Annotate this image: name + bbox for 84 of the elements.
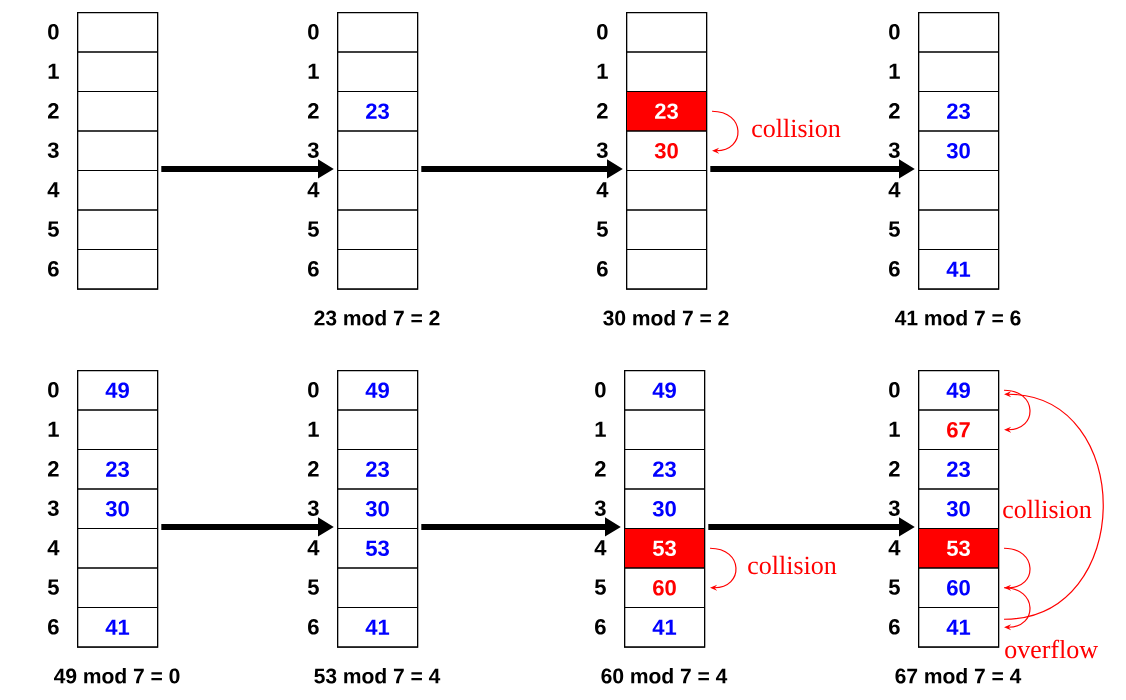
index-number: 1 bbox=[597, 63, 608, 79]
index-number: 0 bbox=[48, 382, 59, 398]
index-number: 3 bbox=[47, 500, 59, 516]
index-number: 6 bbox=[308, 619, 319, 635]
index-number: 4 bbox=[888, 540, 901, 556]
formula-caption: 30 mod 7 = 2 bbox=[603, 310, 729, 326]
table-cell: 53 bbox=[624, 528, 705, 569]
index-number: 2 bbox=[308, 103, 319, 119]
index-number: 6 bbox=[48, 261, 59, 277]
index-number: 0 bbox=[308, 24, 319, 40]
index-number: 5 bbox=[307, 579, 319, 595]
index-number: 1 bbox=[48, 63, 59, 79]
index-number: 6 bbox=[595, 619, 606, 635]
index-number: 4 bbox=[307, 540, 320, 556]
formula-caption: 49 mod 7 = 0 bbox=[54, 668, 180, 684]
table-cell: 67 bbox=[918, 409, 999, 450]
index-number: 6 bbox=[889, 619, 900, 635]
table-cell: 41 bbox=[624, 607, 705, 648]
table-cell: 49 bbox=[918, 370, 999, 411]
table-cell: 41 bbox=[918, 607, 999, 648]
formula-caption: 41 mod 7 = 6 bbox=[895, 310, 1021, 326]
index-number: 2 bbox=[889, 461, 900, 477]
index-number: 0 bbox=[889, 24, 900, 40]
index-number: 2 bbox=[889, 103, 900, 119]
curved-arrow bbox=[1003, 587, 1031, 631]
index-number: 2 bbox=[597, 103, 608, 119]
index-number: 1 bbox=[308, 63, 319, 79]
table-cell: 23 bbox=[624, 449, 705, 490]
index-number: 5 bbox=[888, 221, 900, 237]
index-number: 3 bbox=[888, 500, 900, 516]
table-cell: 53 bbox=[918, 528, 999, 569]
index-number: 6 bbox=[48, 619, 59, 635]
formula-caption: 23 mod 7 = 2 bbox=[314, 310, 440, 326]
index-number: 0 bbox=[48, 24, 59, 40]
formula-caption: 60 mod 7 = 4 bbox=[601, 668, 728, 684]
index-number: 5 bbox=[594, 579, 606, 595]
curved-arrow bbox=[1003, 389, 1031, 433]
index-number: 2 bbox=[48, 103, 59, 119]
curved-arrow bbox=[1003, 547, 1031, 591]
index-number: 3 bbox=[47, 142, 59, 158]
index-number: 1 bbox=[595, 421, 606, 437]
index-number: 4 bbox=[888, 182, 901, 198]
index-number: 5 bbox=[307, 221, 319, 237]
index-number: 5 bbox=[47, 221, 59, 237]
edge-label: collision bbox=[750, 117, 842, 139]
index-number: 2 bbox=[595, 461, 606, 477]
formula-caption: 67 mod 7 = 4 bbox=[895, 668, 1022, 684]
index-number: 5 bbox=[888, 579, 900, 595]
index-number: 1 bbox=[48, 421, 59, 437]
index-number: 3 bbox=[596, 142, 608, 158]
curved-arrow bbox=[709, 547, 737, 591]
index-number: 3 bbox=[307, 500, 319, 516]
edge-label: collision bbox=[1001, 498, 1093, 520]
index-number: 2 bbox=[48, 461, 59, 477]
index-number: 1 bbox=[889, 63, 900, 79]
index-number: 3 bbox=[307, 142, 319, 158]
index-number: 3 bbox=[888, 142, 900, 158]
index-number: 4 bbox=[47, 182, 60, 198]
index-number: 4 bbox=[307, 182, 320, 198]
table-cell: 60 bbox=[918, 567, 999, 608]
index-number: 3 bbox=[594, 500, 606, 516]
index-number: 6 bbox=[308, 261, 319, 277]
formula-caption: 53 mod 7 = 4 bbox=[314, 668, 441, 684]
table-cell: 49 bbox=[624, 370, 705, 411]
index-number: 2 bbox=[308, 461, 319, 477]
index-number: 6 bbox=[597, 261, 608, 277]
table-cell bbox=[624, 409, 705, 450]
index-number: 0 bbox=[889, 382, 900, 398]
index-number: 5 bbox=[47, 579, 59, 595]
table-cell: 23 bbox=[918, 449, 999, 490]
index-number: 1 bbox=[889, 421, 900, 437]
index-number: 4 bbox=[596, 182, 609, 198]
index-number: 5 bbox=[596, 221, 608, 237]
index-number: 4 bbox=[47, 540, 60, 556]
curved-arrow bbox=[711, 110, 739, 154]
edge-label: overflow bbox=[1003, 638, 1100, 660]
index-number: 0 bbox=[595, 382, 606, 398]
edge-label: collision bbox=[746, 554, 838, 576]
table-cell: 60 bbox=[624, 567, 705, 608]
index-number: 0 bbox=[308, 382, 319, 398]
index-number: 6 bbox=[889, 261, 900, 277]
index-number: 4 bbox=[594, 540, 607, 556]
index-number: 1 bbox=[308, 421, 319, 437]
index-number: 0 bbox=[597, 24, 608, 40]
